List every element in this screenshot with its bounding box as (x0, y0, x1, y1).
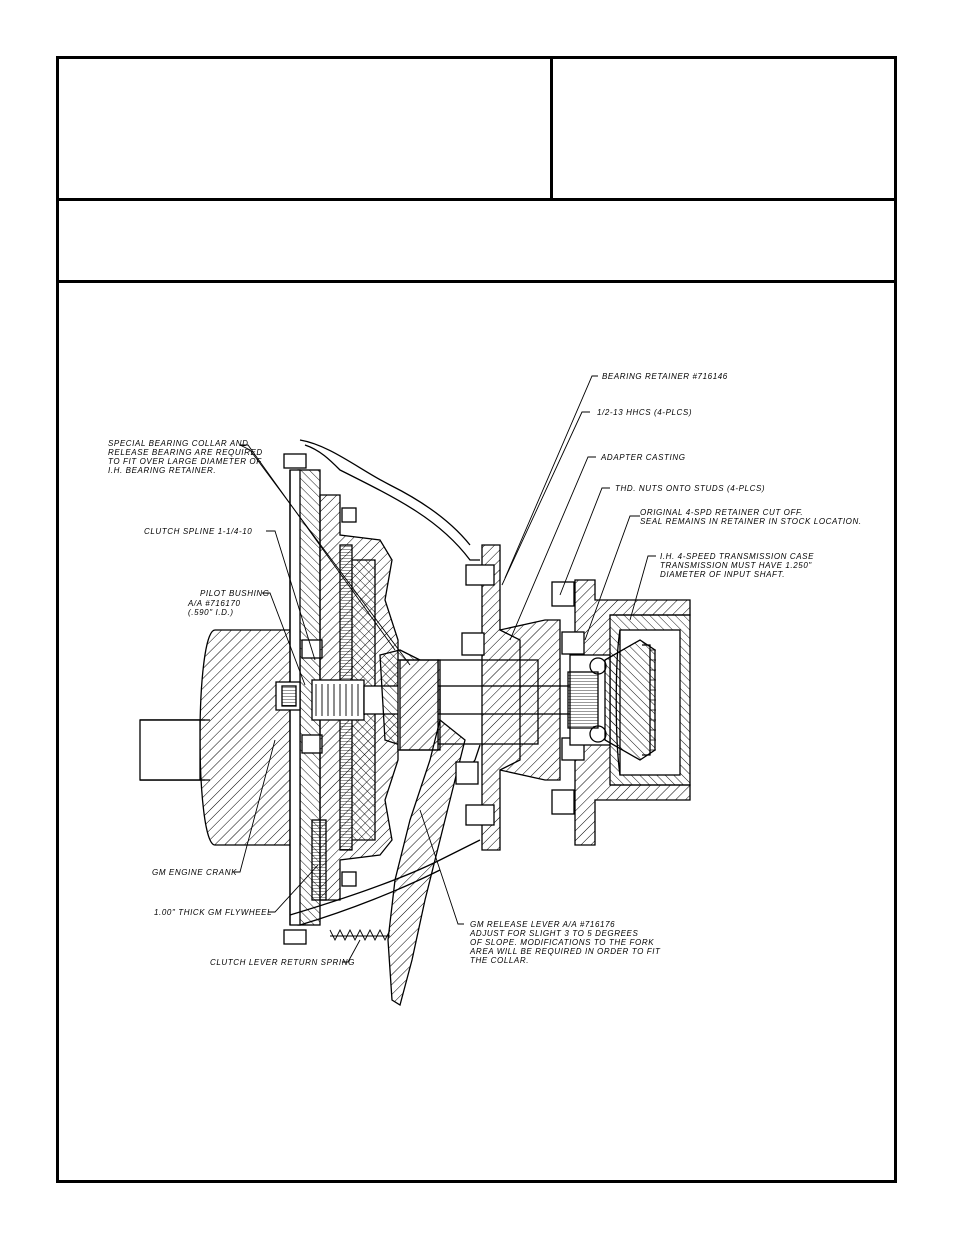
return-spring (329, 928, 391, 942)
callout-original-retainer-1: ORIGINAL 4-SPD RETAINER CUT OFF. (640, 508, 803, 517)
callout-release-lever-1: GM RELEASE LEVER A/A #716176 (470, 920, 615, 929)
callout-pilot-bushing-2: A/A #716170 (187, 599, 241, 608)
callout-trans-case-1: I.H. 4-SPEED TRANSMISSION CASE (660, 552, 814, 561)
callout-release-lever-3: OF SLOPE. MODIFICATIONS TO THE FORK (470, 938, 654, 947)
callout-release-lever-5: THE COLLAR. (470, 956, 529, 965)
adapter-bolts (455, 564, 495, 826)
callouts: BEARING RETAINER #716146 1/2-13 HHCS (4-… (108, 372, 862, 967)
callout-adapter-casting: ADAPTER CASTING (600, 453, 686, 462)
leader-lines (234, 375, 656, 963)
adapter-casting (481, 544, 561, 851)
callout-release-lever-4: AREA WILL BE REQUIRED IN ORDER TO FIT (469, 947, 661, 956)
main-bearing (567, 654, 611, 746)
callout-special-collar-4: I.H. BEARING RETAINER. (108, 466, 216, 475)
callout-special-collar-1: SPECIAL BEARING COLLAR AND (108, 439, 249, 448)
spline-hub (275, 679, 365, 721)
callout-return-spring: CLUTCH LEVER RETURN SPRING (210, 958, 355, 967)
callout-engine-crank: GM ENGINE CRANK (152, 868, 237, 877)
callout-flywheel: 1.00" THICK GM FLYWHEEL (154, 908, 272, 917)
callout-bearing-retainer: BEARING RETAINER #716146 (602, 372, 728, 381)
engine-crank (139, 629, 301, 846)
callout-clutch-spline: CLUTCH SPLINE 1-1/4-10 (144, 527, 252, 536)
callout-special-collar-3: TO FIT OVER LARGE DIAMETER OF (108, 457, 262, 466)
callout-trans-case-3: DIAMETER OF INPUT SHAFT. (660, 570, 785, 579)
callout-release-lever-2: ADJUST FOR SLIGHT 3 TO 5 DEGREES (469, 929, 638, 938)
flywheel-bolts (283, 453, 357, 945)
callout-trans-case-2: TRANSMISSION MUST HAVE 1.250" (660, 561, 812, 570)
callout-pilot-bushing-1: PILOT BUSHING (200, 589, 270, 598)
callout-special-collar-2: RELEASE BEARING ARE REQUIRED (108, 448, 263, 457)
drawing-area (56, 280, 897, 1183)
callout-original-retainer-2: SEAL REMAINS IN RETAINER IN STOCK LOCATI… (640, 517, 862, 526)
callout-thd-nuts: THD. NUTS ONTO STUDS (4-PLCS) (615, 484, 765, 493)
input-gear (604, 639, 656, 761)
callout-pilot-bushing-3: (.590" I.D.) (188, 608, 234, 617)
callout-hhcs: 1/2-13 HHCS (4-PLCS) (597, 408, 692, 417)
